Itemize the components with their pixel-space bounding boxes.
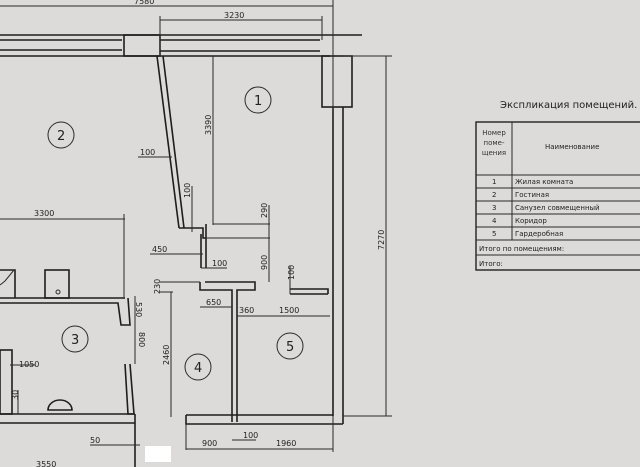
dim-230: 230	[153, 279, 162, 294]
room-1-label: 1	[254, 94, 262, 109]
row-2-name: Гостиная	[515, 191, 549, 199]
dim-650: 650	[206, 298, 221, 307]
row-3-number: 3	[492, 204, 496, 212]
dim-30: 30	[11, 390, 20, 400]
dim-360: 360	[239, 306, 254, 315]
dim-100-c: 100	[212, 259, 227, 268]
dim-900-vertical: 900	[260, 255, 269, 270]
room-5-label: 5	[286, 340, 294, 355]
dim-50: 50	[90, 436, 100, 445]
row-4-name: Коридор	[515, 217, 547, 225]
dimension-lines	[0, 0, 392, 452]
row-5-number: 5	[492, 230, 496, 238]
dim-290: 290	[260, 203, 269, 218]
explication-title: Экспликация помещений. Кв	[500, 100, 640, 111]
dim-450: 450	[152, 245, 167, 254]
row-1-name: Жилая комната	[515, 178, 573, 186]
dim-1050: 1050	[19, 360, 39, 369]
dim-room1-depth: 3390	[204, 115, 213, 135]
dim-3300: 3300	[34, 209, 54, 218]
dim-1500: 1500	[279, 306, 299, 315]
dim-room1-width: 3230	[224, 11, 244, 20]
row-2-number: 2	[492, 191, 496, 199]
explication-table: Экспликация помещений. Кв Номер поме-щен…	[475, 100, 640, 271]
dim-100-e: 100	[243, 431, 258, 440]
dim-900-horizontal: 900	[202, 439, 217, 448]
dim-530: 530	[134, 302, 143, 317]
dim-overall-height: 7270	[377, 230, 386, 250]
dim-2460: 2460	[162, 345, 171, 365]
total-label: Итого:	[479, 260, 503, 268]
walls	[0, 34, 362, 467]
dim-100-vertical: 100	[183, 183, 192, 198]
row-3-name: Санузел совмещенный	[515, 204, 600, 212]
dim-wall-100: 100	[140, 148, 155, 157]
room-3-label: 3	[71, 333, 79, 348]
row-4-number: 4	[492, 217, 497, 225]
dim-800: 800	[137, 332, 146, 347]
dim-3550: 3550	[36, 460, 56, 467]
dim-1960: 1960	[276, 439, 296, 448]
room-4-label: 4	[194, 361, 202, 376]
total-rooms-label: Итого по помещениям:	[479, 245, 564, 253]
row-5-name: Гардеробная	[515, 230, 563, 238]
col-header-number: Номер поме-щения	[481, 129, 507, 157]
dimension-labels: 7580 3230 3390 7270 100 100 290 3300 450…	[11, 0, 386, 467]
row-1-number: 1	[492, 178, 496, 186]
redaction-patch	[145, 446, 171, 462]
dim-overall-width: 7580	[134, 0, 154, 6]
col-header-name: Наименование	[545, 143, 599, 151]
room-markers: 1 2 3 4 5	[47, 86, 304, 381]
dim-100-d: 100	[287, 265, 296, 280]
room-2-label: 2	[57, 129, 65, 144]
